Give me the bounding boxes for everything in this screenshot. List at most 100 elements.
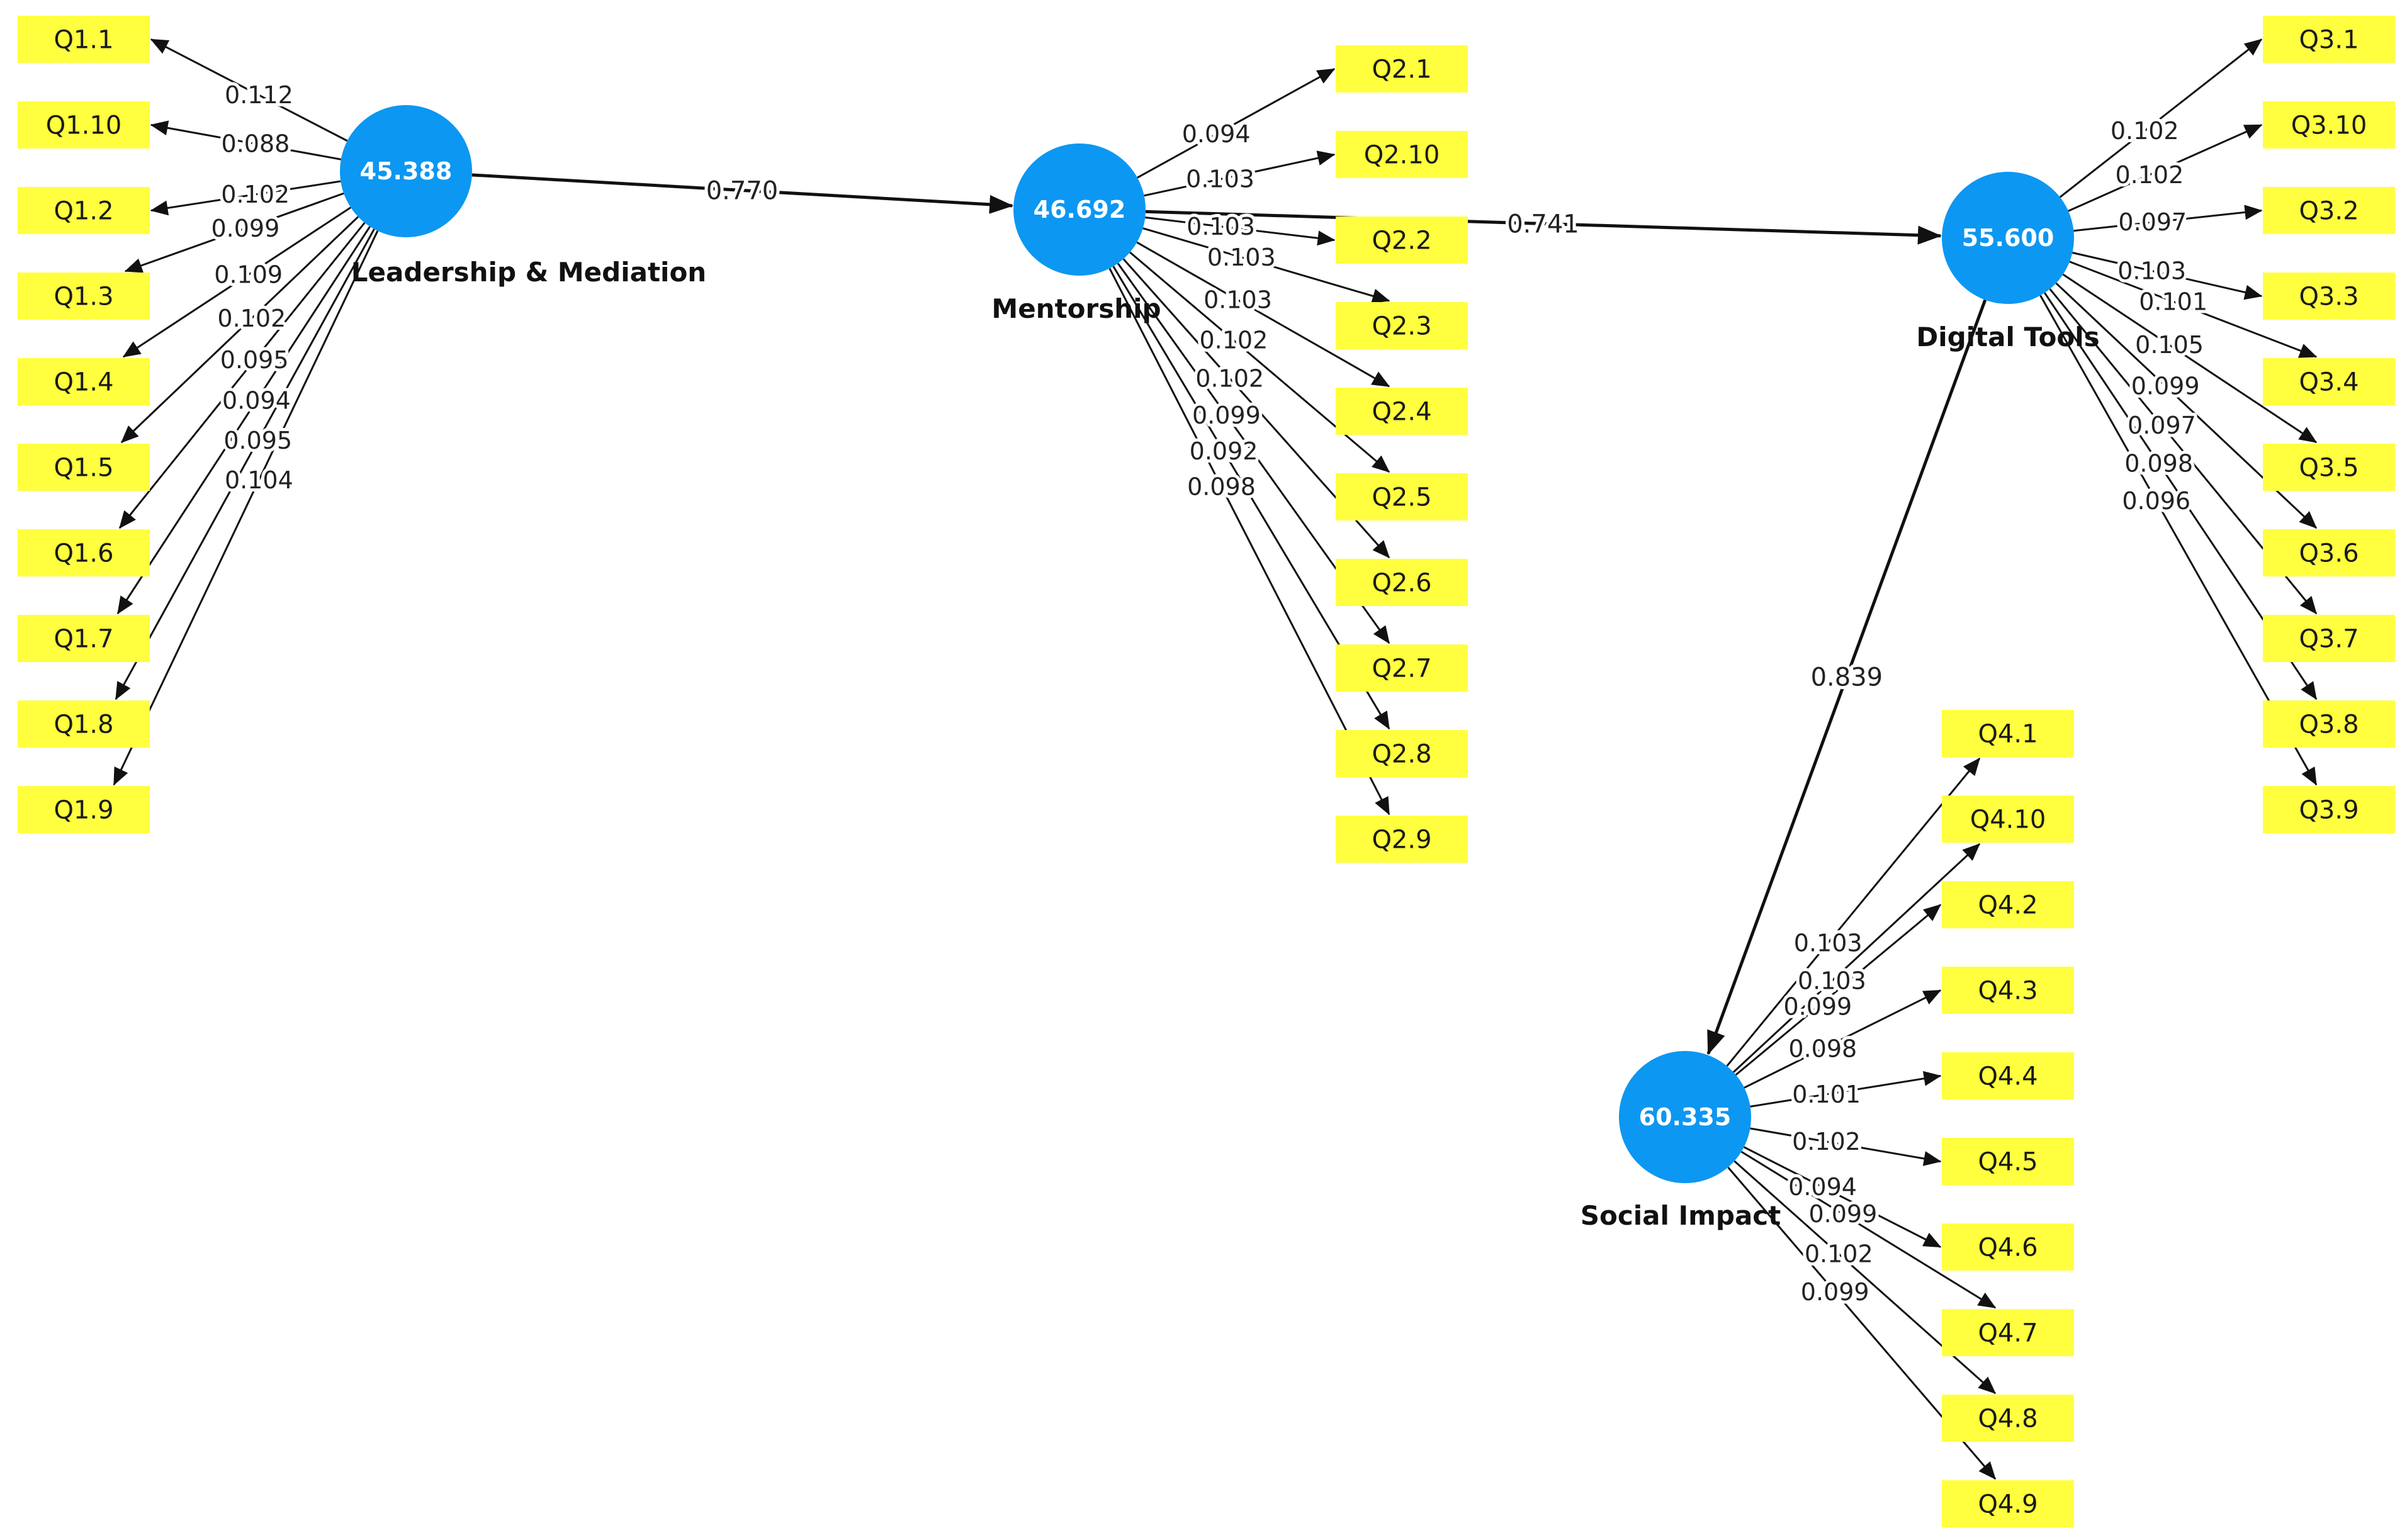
indicator-box-Q1-9[interactable]: Q1.9 (18, 786, 150, 833)
indicator-weight-Q2-2: 0.103 (1187, 213, 1255, 240)
indicator-weight-Q2-1: 0.094 (1182, 120, 1251, 148)
indicator-box-bg (1942, 710, 2074, 757)
indicator-box-Q1-1[interactable]: Q1.1 (18, 16, 150, 63)
indicator-box-Q3-1[interactable]: Q3.1 (2263, 16, 2395, 63)
indicator-weight-Q2-7: 0.099 (1192, 402, 1261, 429)
indicator-box-Q4-6[interactable]: Q4.6 (1942, 1223, 2074, 1271)
indicator-weight-Q2-3: 0.103 (1207, 244, 1276, 271)
indicator-box-Q2-1[interactable]: Q2.1 (1336, 45, 1468, 93)
indicator-edge-Q2-1 (1137, 68, 1336, 179)
indicator-edge-Q4-2 (1735, 904, 1942, 1076)
indicator-label: Q1.3 (54, 283, 113, 312)
path-edge-digital-social (1706, 299, 1987, 1055)
path-coefficient-mentorship-digital: 0.741 (1507, 210, 1579, 239)
construct-value: 60.335 (1639, 1103, 1732, 1131)
indicator-weight-Q4-2: 0.099 (1783, 993, 1852, 1021)
indicator-box-Q3-2[interactable]: Q3.2 (2263, 187, 2395, 234)
indicator-box-Q4-10[interactable]: Q4.10 (1942, 795, 2074, 843)
indicator-edge-Q1-1 (150, 38, 348, 142)
indicator-label: Q3.2 (2299, 197, 2359, 226)
indicator-box-Q4-3[interactable]: Q4.3 (1942, 967, 2074, 1014)
indicator-box-Q2-3[interactable]: Q2.3 (1336, 302, 1468, 349)
indicator-box-Q1-5[interactable]: Q1.5 (18, 444, 150, 491)
indicator-weight-Q1-4: 0.109 (214, 261, 283, 288)
indicator-label: Q4.6 (1978, 1234, 2038, 1262)
indicator-box-bg (1942, 1138, 2074, 1185)
indicator-box-Q3-9[interactable]: Q3.9 (2263, 786, 2395, 833)
indicator-edge-Q3-10 (2068, 124, 2263, 212)
indicator-box-Q4-7[interactable]: Q4.7 (1942, 1309, 2074, 1356)
indicator-edge-Q3-3 (2072, 252, 2263, 300)
indicator-edge-Q4-6 (1743, 1146, 1942, 1248)
indicator-weight-Q3-5: 0.105 (2135, 331, 2204, 359)
construct-circle (1619, 1051, 1751, 1183)
indicator-box-Q3-5[interactable]: Q3.5 (2263, 444, 2395, 491)
indicator-box-Q3-10[interactable]: Q3.10 (2263, 101, 2395, 149)
indicator-edge-Q3-4 (2069, 261, 2318, 358)
indicator-label: Q1.9 (54, 796, 113, 825)
indicator-weight-Q3-7: 0.097 (2128, 412, 2196, 439)
indicator-box-Q2-5[interactable]: Q2.5 (1336, 473, 1468, 520)
indicator-box-bg (18, 786, 150, 833)
indicator-box-bg (2263, 615, 2395, 662)
indicator-box-Q1-4[interactable]: Q1.4 (18, 358, 150, 405)
indicator-box-Q3-8[interactable]: Q3.8 (2263, 700, 2395, 748)
indicator-box-Q4-4[interactable]: Q4.4 (1942, 1052, 2074, 1099)
indicator-weight-Q3-1: 0.102 (2111, 117, 2179, 145)
indicator-box-Q1-7[interactable]: Q1.7 (18, 615, 150, 662)
indicator-edge-Q1-4 (122, 206, 352, 358)
indicator-box-Q1-3[interactable]: Q1.3 (18, 273, 150, 320)
indicator-label: Q2.5 (1372, 483, 1431, 512)
indicator-weight-Q4-3: 0.098 (1788, 1035, 1857, 1062)
indicator-box-Q3-3[interactable]: Q3.3 (2263, 273, 2395, 320)
indicator-box-Q4-8[interactable]: Q4.8 (1942, 1395, 2074, 1442)
indicator-label: Q3.10 (2291, 111, 2367, 140)
construct-circle (1013, 143, 1146, 276)
indicator-box-Q2-4[interactable]: Q2.4 (1336, 388, 1468, 435)
indicator-box-Q1-6[interactable]: Q1.6 (18, 529, 150, 576)
indicator-box-Q2-9[interactable]: Q2.9 (1336, 816, 1468, 863)
indicator-box-Q4-9[interactable]: Q4.9 (1942, 1480, 2074, 1527)
indicator-box-Q1-10[interactable]: Q1.10 (18, 101, 150, 149)
indicator-box-bg (18, 358, 150, 405)
indicator-box-Q4-5[interactable]: Q4.5 (1942, 1138, 2074, 1185)
construct-label: Social Impact (1581, 1200, 1781, 1231)
indicator-weight-Q2-10: 0.103 (1186, 166, 1254, 193)
construct-value: 46.692 (1034, 196, 1126, 223)
indicator-box-bg (1942, 1309, 2074, 1356)
indicator-edge-Q3-2 (2073, 205, 2263, 232)
indicator-label: Q4.2 (1978, 891, 2038, 920)
indicator-box-Q3-7[interactable]: Q3.7 (2263, 615, 2395, 662)
indicator-box-Q2-8[interactable]: Q2.8 (1336, 730, 1468, 777)
indicator-box-Q2-10[interactable]: Q2.10 (1336, 131, 1468, 178)
indicator-label: Q1.10 (46, 111, 122, 140)
indicator-weight-Q4-6: 0.094 (1788, 1173, 1857, 1201)
indicator-label: Q3.5 (2299, 454, 2359, 483)
indicator-edge-Q2-4 (1136, 241, 1390, 388)
indicator-box-bg (18, 529, 150, 576)
indicator-box-Q1-8[interactable]: Q1.8 (18, 700, 150, 748)
indicator-box-Q2-7[interactable]: Q2.7 (1336, 644, 1468, 692)
indicator-label: Q1.4 (54, 368, 113, 397)
indicator-edge-Q2-2 (1145, 216, 1336, 246)
indicator-box-bg (2263, 101, 2395, 149)
indicator-edge-Q2-9 (1108, 267, 1390, 816)
indicator-weight-Q3-2: 0.097 (2118, 208, 2187, 236)
indicator-box-bg (1336, 559, 1468, 606)
indicator-box-Q4-2[interactable]: Q4.2 (1942, 881, 2074, 928)
indicator-box-Q3-6[interactable]: Q3.6 (2263, 529, 2395, 576)
edge-weights-layer: 0.1120.0880.1020.0990.1090.1020.0950.094… (208, 78, 2211, 1309)
indicator-box-Q1-2[interactable]: Q1.2 (18, 187, 150, 234)
indicator-box-Q4-1[interactable]: Q4.1 (1942, 710, 2074, 757)
indicator-box-bg (18, 101, 150, 149)
indicator-box-Q2-6[interactable]: Q2.6 (1336, 559, 1468, 606)
indicator-box-bg (2263, 187, 2395, 234)
indicator-label: Q4.4 (1978, 1062, 2038, 1091)
indicator-box-Q3-4[interactable]: Q3.4 (2263, 358, 2395, 405)
indicator-box-Q2-2[interactable]: Q2.2 (1336, 216, 1468, 264)
